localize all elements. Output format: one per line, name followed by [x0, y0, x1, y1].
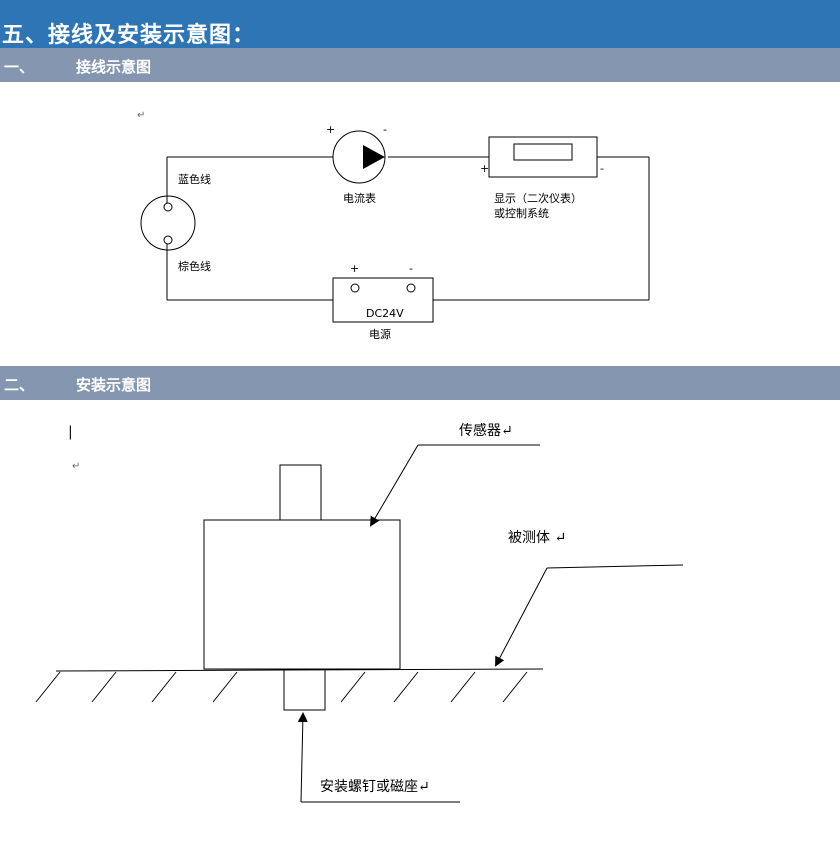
ammeter-plus: + — [326, 123, 335, 136]
object-leader — [546, 564, 684, 569]
screw-label: 安装螺钉或磁座↵ — [320, 779, 430, 795]
section-header-wiring: 一、 接线示意图 — [0, 48, 840, 82]
ammeter-label: 电流表 — [343, 191, 376, 205]
section-number: 一、 — [4, 58, 35, 76]
sensor-arrow — [369, 444, 419, 527]
object-arrow — [495, 567, 548, 667]
power-terminal-minus — [406, 283, 416, 293]
wiring-diagram: ↵ 蓝色线 棕色线 + - 电流表 + - 显示（二次仪表） 或控制系统 + -… — [137, 110, 650, 341]
object-surface — [55, 668, 544, 672]
display-screen — [513, 143, 573, 161]
installation-diagram: | ↵ 传感器↵ 被测体 ↵ 安装螺钉或磁座↵ — [35, 422, 684, 803]
return-mark: ↵ — [72, 461, 80, 472]
section-title: 安装示意图 — [76, 376, 152, 394]
sensor-terminal-blue — [163, 202, 173, 212]
sensor-body — [203, 519, 401, 670]
power-minus: - — [409, 262, 413, 275]
mounting-screw — [283, 668, 326, 711]
sensor-terminal-brown — [163, 235, 173, 245]
screw-arrow — [297, 712, 308, 803]
display-plus: + — [480, 162, 489, 175]
return-mark: ↵ — [137, 110, 145, 121]
power-supply-box — [332, 277, 434, 323]
power-voltage: DC24V — [366, 307, 404, 320]
sensor-label: 传感器↵ — [459, 422, 513, 439]
display-minus: - — [600, 162, 604, 175]
brown-wire-label: 棕色线 — [178, 259, 211, 273]
page-title: 五、接线及安装示意图： — [2, 22, 256, 48]
hatch-lines — [35, 671, 528, 703]
power-terminal-plus — [350, 283, 360, 293]
text-cursor: | — [68, 424, 73, 440]
display-label-line2: 或控制系统 — [494, 206, 549, 220]
object-label: 被测体 ↵ — [508, 530, 566, 546]
section-title: 接线示意图 — [76, 58, 152, 76]
sensor-symbol — [140, 195, 196, 251]
ammeter-arrow-icon — [363, 145, 385, 169]
power-label: 电源 — [369, 327, 391, 341]
display-label-line1: 显示（二次仪表） — [494, 191, 582, 205]
main-header: 五、接线及安装示意图： — [0, 0, 840, 48]
power-plus: + — [350, 262, 359, 275]
sensor-top-connector — [279, 464, 322, 521]
blue-wire-label: 蓝色线 — [178, 172, 211, 186]
ammeter-minus: - — [383, 123, 387, 136]
section-header-install: 二、 安装示意图 — [0, 366, 840, 400]
section-number: 二、 — [4, 376, 35, 394]
